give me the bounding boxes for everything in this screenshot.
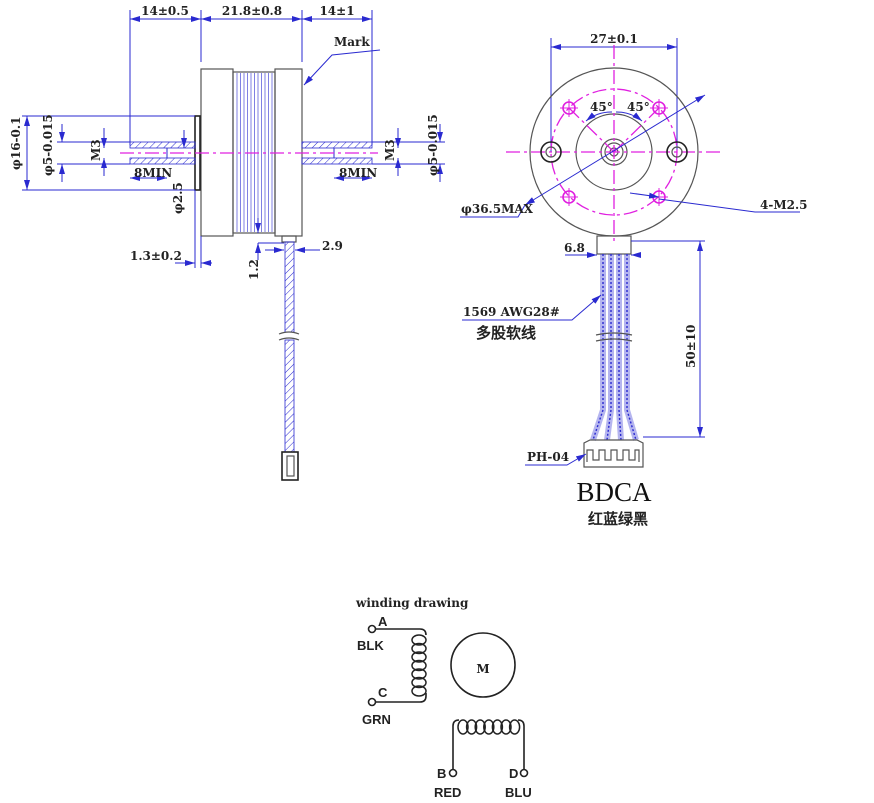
dim-shaft-dia-left: φ5-0.015 — [41, 114, 55, 176]
dim-hole-spacing: 27±0.1 — [590, 32, 638, 46]
pin-a-label: A — [378, 614, 388, 629]
connector-type: PH-04 — [527, 450, 569, 464]
side-view: 14±0.5 21.8±0.8 14±1 Mark φ16-0.1 φ5-0.0… — [9, 4, 445, 481]
angle-right: 45° — [627, 100, 650, 114]
pin-colors: 红蓝绿黑 — [588, 510, 648, 528]
motor-label: M — [476, 662, 489, 676]
terminal-b[interactable] — [448, 768, 458, 778]
wire-description: 多股软线 — [476, 324, 536, 342]
lead-wire — [284, 241, 295, 333]
dim-left-shaft: 14±0.5 — [141, 4, 189, 18]
front-view: 27±0.1 45° 45° φ36.5MAX 4-M2.5 6.8 — [460, 32, 808, 528]
dim-lead-length: 50±10 — [684, 325, 698, 368]
min-depth-right: 8MIN — [339, 166, 377, 180]
pin-b-label: B — [437, 766, 446, 781]
dim-connector-width: 6.8 — [564, 241, 585, 255]
terminal-a[interactable] — [367, 624, 377, 634]
dim-lead-offset: 1.2 — [247, 259, 261, 280]
lead-wires — [590, 254, 639, 441]
pin-c-color: GRN — [362, 712, 391, 727]
wire-spec: 1569 AWG28# — [463, 305, 560, 319]
lead-exit — [596, 235, 632, 255]
dim-flange-thickness: 1.3±0.2 — [130, 249, 182, 263]
dim-lead-width: 2.9 — [322, 239, 343, 253]
winding-title: winding drawing — [355, 596, 469, 610]
wire — [592, 254, 604, 441]
terminal-d[interactable] — [519, 768, 529, 778]
dim-shaft-dia-right: φ5-0.015 — [426, 114, 440, 176]
pin-c-label: C — [378, 685, 388, 700]
dim-flange-dia: φ16-0.1 — [9, 117, 23, 170]
pin-order: BDCA — [576, 477, 652, 507]
pin-d-color: BLU — [505, 785, 532, 800]
dim-boss-dia: φ2.5 — [171, 182, 185, 214]
min-depth-left: 8MIN — [134, 166, 172, 180]
winding-diagram: winding drawing A BLK C GRN M B RED D BL… — [355, 596, 532, 800]
holes-spec: 4-M2.5 — [760, 198, 808, 212]
wire — [626, 254, 637, 441]
pin-a-color: BLK — [357, 638, 384, 653]
angle-left: 45° — [590, 100, 613, 114]
dim-outer-dia: φ36.5MAX — [461, 202, 534, 216]
mark-label: Mark — [334, 35, 370, 49]
pin-b-color: RED — [434, 785, 461, 800]
dim-right-shaft: 14±1 — [319, 4, 354, 18]
terminal-c[interactable] — [367, 697, 377, 707]
ph-connector — [583, 439, 644, 468]
thread-left: M3 — [89, 139, 103, 161]
side-connector — [281, 451, 299, 481]
wire — [606, 254, 612, 441]
wire — [618, 254, 622, 441]
dim-body-length: 21.8±0.8 — [222, 4, 282, 18]
motor-symbol — [450, 632, 516, 698]
thread-right: M3 — [383, 139, 397, 161]
pin-d-label: D — [509, 766, 518, 781]
